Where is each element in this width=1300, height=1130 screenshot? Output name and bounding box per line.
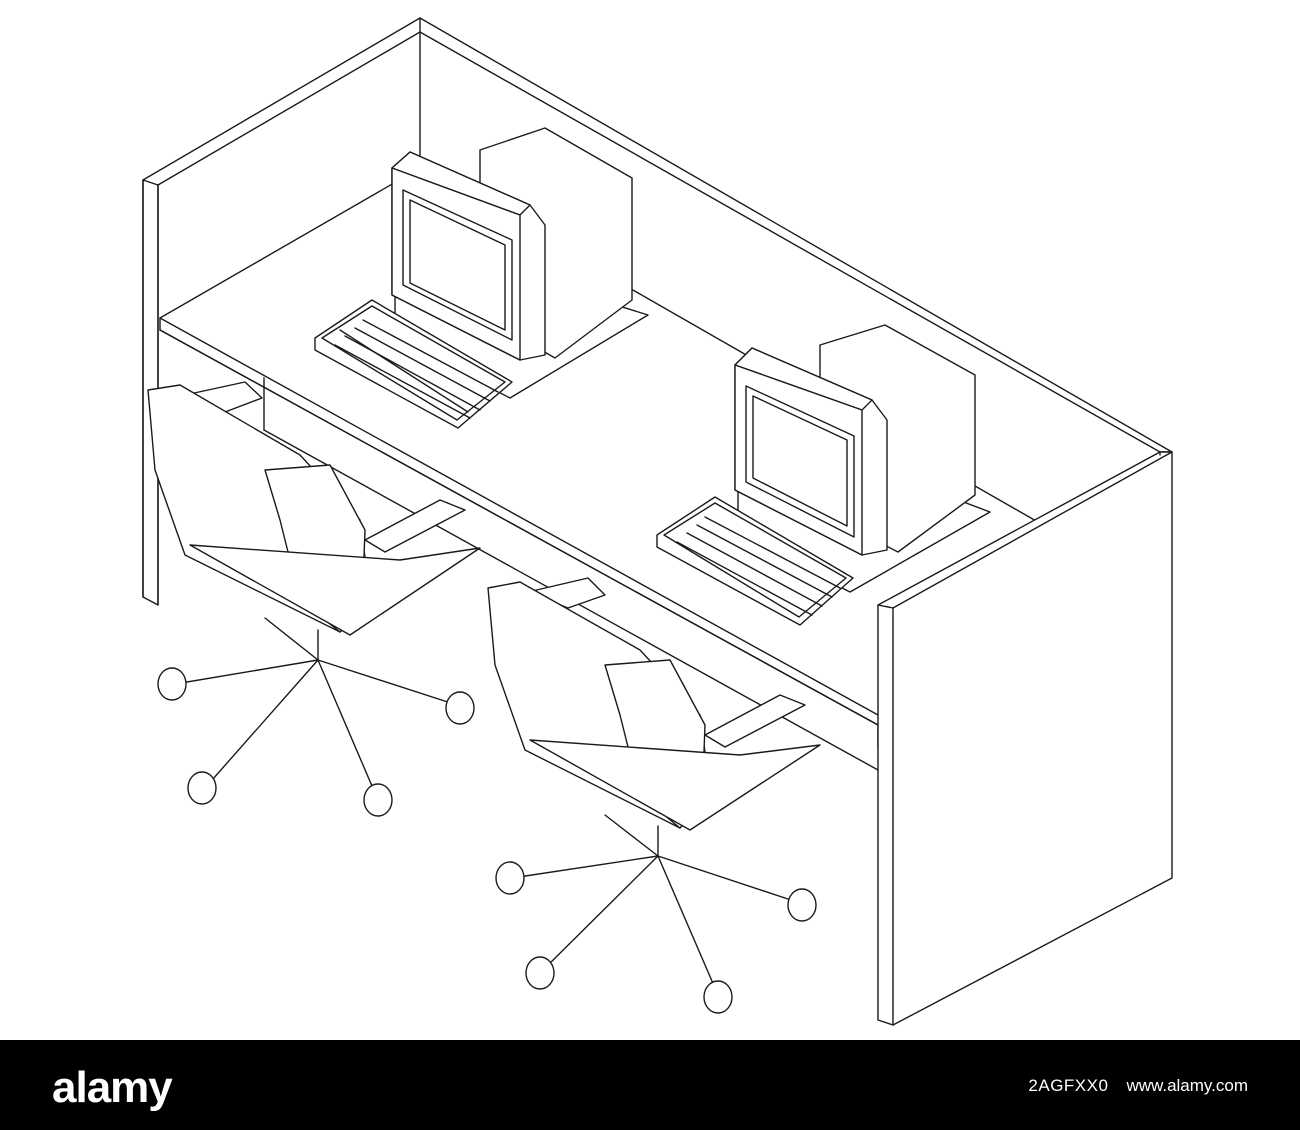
- cubicle-illustration: [142, 17, 1173, 1026]
- watermark-footer: alamy 2AGFXX0 www.alamy.com: [0, 1040, 1300, 1130]
- cubicle-line-drawing: [142, 17, 1173, 1026]
- keyboard-right: [656, 496, 854, 626]
- right-side-panel: [877, 451, 1173, 1026]
- image-id-label: 2AGFXX0: [1028, 1076, 1109, 1095]
- crt-monitor-right: [734, 324, 991, 593]
- keyboard-left: [314, 299, 513, 429]
- office-chair-right: [487, 577, 821, 1014]
- alamy-logo: alamy: [52, 1063, 173, 1112]
- crt-monitor-left: [391, 127, 649, 399]
- office-chair-left: [147, 381, 481, 817]
- watermark-meta: 2AGFXX0 www.alamy.com: [1028, 1076, 1248, 1096]
- website-label: www.alamy.com: [1126, 1076, 1248, 1095]
